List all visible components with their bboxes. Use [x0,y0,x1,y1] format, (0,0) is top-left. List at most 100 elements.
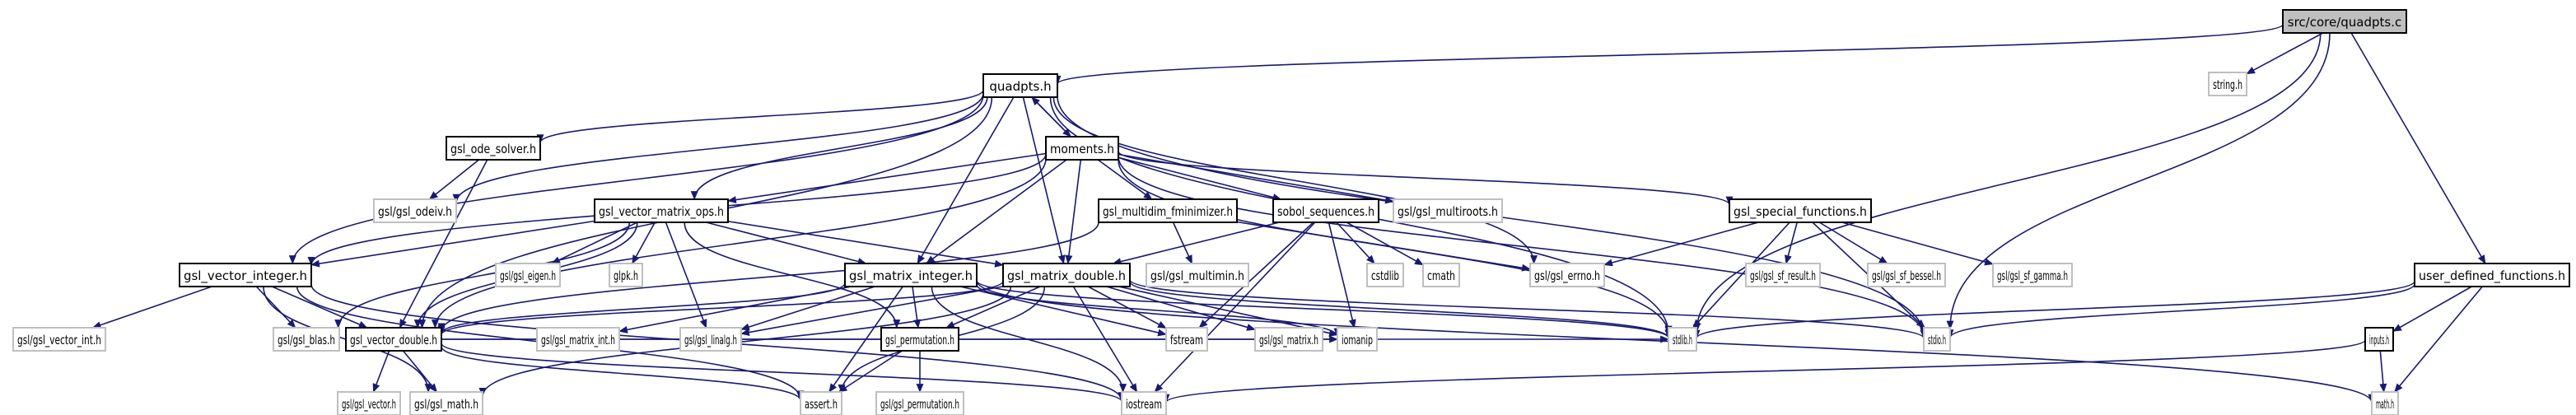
node-box [1923,327,1951,352]
edge-moments-h-to-gsl-multidim-fminimizer-h [1097,159,1153,200]
node-label: gsl/gsl_matrix_int.h [541,333,615,348]
edge-gsl-vector-integer-h-to-gsl-blas-h [255,286,296,329]
node-gsl-special-functions-h[interactable]: gsl_special_functions.h [1729,198,1872,223]
edge-gsl-vector-matrix-ops-h-to-gsl-eigen-h [551,221,638,264]
node-box [880,327,959,352]
edge-user-defined-functions-h-to-math-h [2394,286,2483,393]
node-label: gsl/gsl_eigen.h [500,268,556,284]
edge-gsl-vector-double-h-to-assert-h [441,346,805,402]
node-cmath: cmath [1422,263,1460,287]
node-user-defined-functions-h[interactable]: user_defined_functions.h [2414,263,2570,287]
node-label: gsl_vector_integer.h [184,268,307,284]
node-stdio-h: stdio.h [1923,327,1951,352]
node-label: gsl/gsl_vector_int.h [17,333,101,348]
node-box [1992,263,2073,287]
node-sobol-sequences-h[interactable]: sobol_sequences.h [1272,198,1379,223]
node-label: gsl_vector_matrix_ops.h [599,204,724,220]
edge-gsl-vector-integer-h-to-gsl-vector-int-h [91,286,212,329]
edge-inputs-h-to-math-h [2379,350,2387,393]
node-gsl-multidim-fminimizer-h[interactable]: gsl_multidim_fminimizer.h [1098,198,1238,223]
node-gsl-eigen-h: gsl/gsl_eigen.h [495,263,561,287]
edge-quadpts-h-to-gsl-vector-integer-h [288,94,984,264]
node-gsl-vector-double-h[interactable]: gsl_vector_double.h [345,327,442,352]
node-box [1337,327,1378,352]
edge-gsl-multidim-fminimizer-h-to-gsl-vector-double-h [437,221,1099,333]
node-box [1165,327,1208,352]
node-label: cmath [1427,268,1455,283]
edge-gsl-special-functions-h-to-stdlib-h [1692,221,1790,329]
edge-gsl-ode-solver-h-to-gsl-vector-double-h [399,159,488,329]
node-box [800,391,842,415]
edge-moments-h-to-gsl-vector-matrix-ops-h [727,152,1047,203]
edge-gsl-special-functions-h-to-gsl-sf-gamma-h [1841,221,1994,266]
edge-gsl-matrix-integer-h-to-gsl-matrix-int-h [618,286,852,333]
node-label: gsl/gsl_blas.h [278,333,335,348]
node-root[interactable]: src/core/quadpts.c [2282,9,2407,34]
node-label: gsl/gsl_matrix.h [1259,333,1318,348]
node-box [594,198,729,223]
node-cstdlib: cstdlib [1366,263,1404,287]
node-label: gsl/gsl_multiroots.h [1398,204,1498,220]
node-gsl-vector-matrix-ops-h[interactable]: gsl_vector_matrix_ops.h [594,198,729,223]
node-label: string.h [2213,77,2242,92]
node-gsl-vector-integer-h[interactable]: gsl_vector_integer.h [179,263,312,287]
node-gsl-sf-result-h: gsl/gsl_sf_result.h [1745,263,1821,287]
node-box [12,327,106,352]
edge-sobol-sequences-h-to-cmath [1346,221,1424,266]
node-moments-h[interactable]: moments.h [1045,136,1119,161]
edge-gsl-matrix-double-h-to-gsl-matrix-h [1106,286,1256,331]
edge-gsl-multidim-fminimizer-h-to-gsl-multimin-h [1172,221,1193,264]
node-box [1146,263,1249,287]
node-gsl-matrix-double-h[interactable]: gsl_matrix_double.h [1002,263,1131,287]
edge-moments-h-to-quadpts-h [1031,96,1071,138]
edge-root-to-stdlib-h [1692,32,2322,333]
edge-user-defined-functions-h-to-stdlib-h [1692,280,2415,339]
node-label: cstdlib [1371,268,1399,283]
edge-user-defined-functions-h-to-stdio-h [1946,283,2415,338]
edge-gsl-matrix-double-h-to-stdio-h [1129,279,1928,339]
edge-quadpts-h-to-gsl-ode-solver-h [536,89,984,144]
node-box [2414,263,2570,287]
node-gsl-ode-solver-h[interactable]: gsl_ode_solver.h [446,136,541,161]
edge-root-to-quadpts-h [1053,23,2284,85]
edge-quadpts-h-to-gsl-vector-matrix-ops-h [690,96,988,200]
node-gsl-matrix-integer-h[interactable]: gsl_matrix_integer.h [844,263,978,287]
node-label: iostream [1126,397,1162,412]
node-label: inputs.h [2369,333,2389,347]
node-inputs-h[interactable]: inputs.h [2364,327,2394,352]
node-label: gsl/gsl_odeiv.h [378,204,452,220]
edge-gsl-vector-matrix-ops-h-to-gsl-matrix-double-h [727,221,1004,268]
node-label: gsl_matrix_double.h [1007,268,1126,284]
node-box [2364,327,2394,352]
node-box [844,263,978,287]
edge-root-to-user-defined-functions-h [2350,32,2486,264]
edge-gsl-matrix-double-h-to-gsl-permutation-h [945,286,1041,329]
edge-sobol-sequences-h-to-fstream [1198,221,1314,329]
node-gsl-permutation-ext-h: gsl/gsl_permutation.h [875,391,964,415]
node-gsl-odeiv-h: gsl/gsl_odeiv.h [373,198,457,223]
node-label: gsl_vector_double.h [350,333,437,348]
edge-root-to-stdio-h [1946,32,2331,330]
node-label: src/core/quadpts.c [2288,15,2401,30]
node-box [875,391,964,415]
node-math-h: math.h [2371,391,2399,415]
node-quadpts-h[interactable]: quadpts.h [982,73,1058,98]
node-gsl-permutation-h[interactable]: gsl_permutation.h [880,327,959,352]
node-label: gsl/gsl_errno.h [1534,268,1600,284]
edge-gsl-matrix-double-h-to-gsl-math-h [478,286,1012,397]
node-box [536,327,620,352]
node-string-h: string.h [2208,72,2247,96]
edge-gsl-vector-double-h-to-iostream [441,343,1126,403]
node-box [982,73,1058,98]
node-box [679,327,742,352]
edge-gsl-special-functions-h-to-gsl-sf-bessel-h [1818,221,1888,264]
node-box [273,327,340,352]
node-label: assert.h [805,397,838,412]
node-box [1529,263,1605,287]
edge-inputs-h-to-iostream [1162,339,2366,403]
node-box [1867,263,1946,287]
edge-quadpts-h-to-gsl-odeiv-h [452,93,984,203]
edge-moments-h-to-stdio-h [1118,156,1928,338]
node-label: gsl/gsl_vector.h [342,397,396,413]
